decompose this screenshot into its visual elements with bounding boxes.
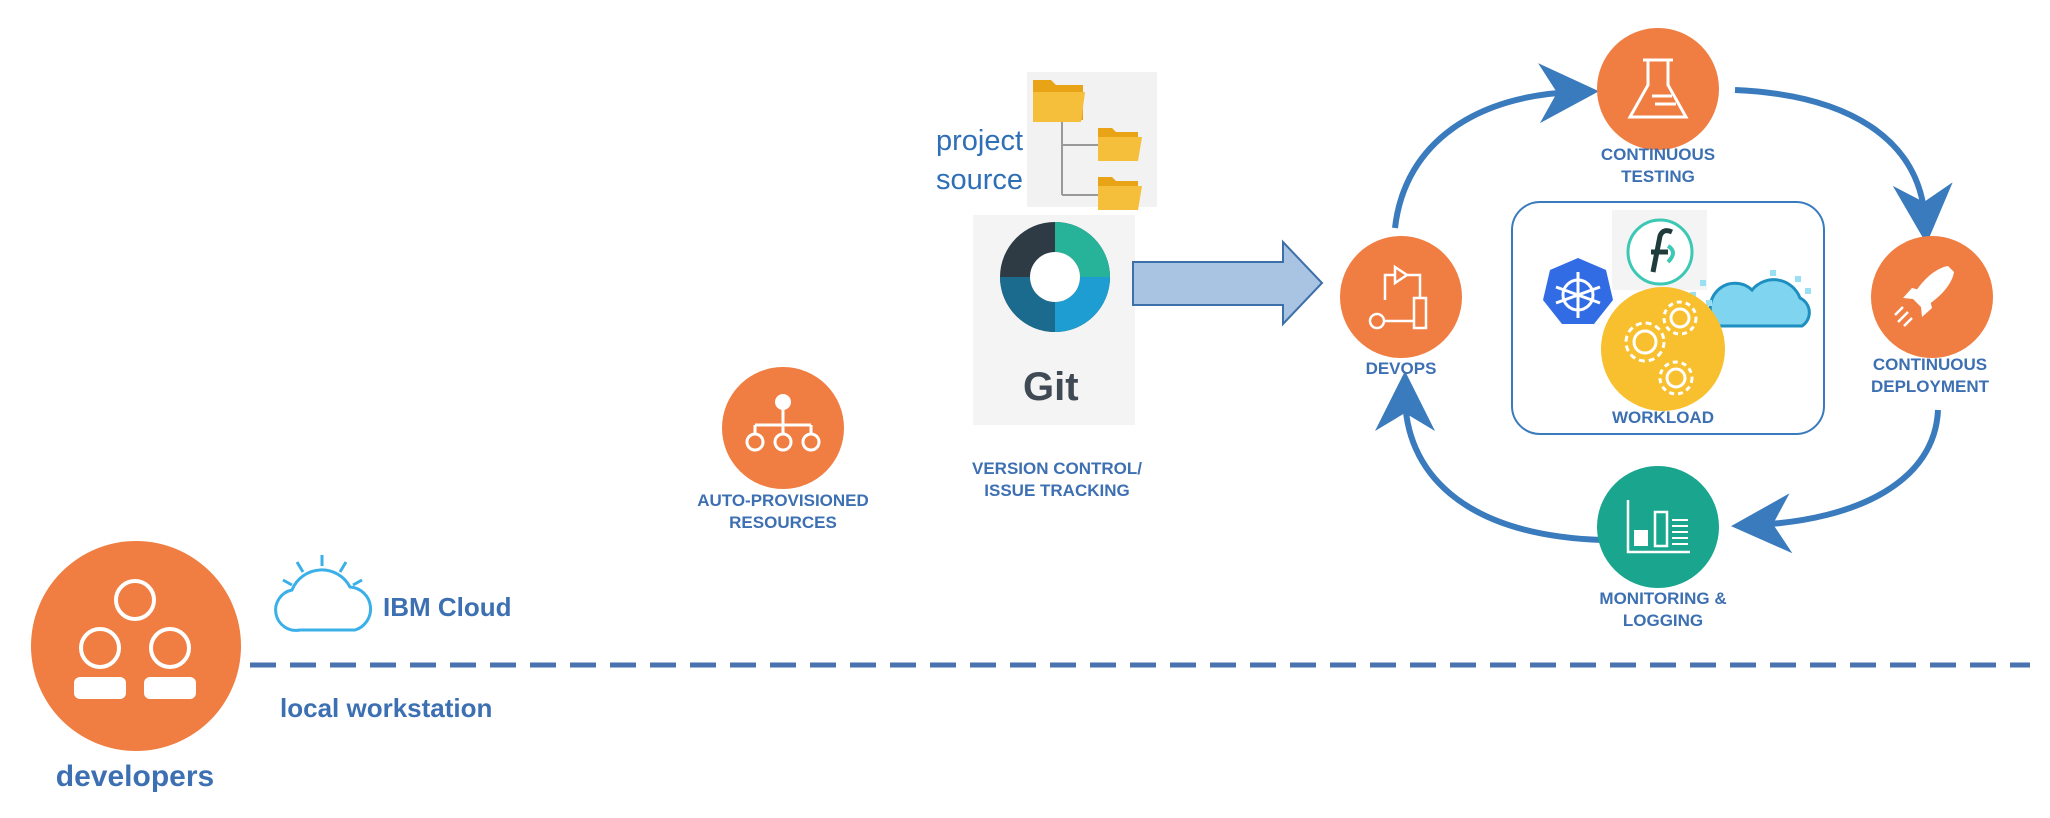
git-logo-icon bbox=[973, 215, 1135, 425]
fission-icon bbox=[1612, 210, 1707, 290]
bar-chart-icon bbox=[1597, 466, 1719, 588]
ibm-cloud-icon bbox=[274, 555, 373, 632]
cycle-arrows bbox=[1375, 63, 1953, 554]
continuous-deployment-label-line2: DEPLOYMENT bbox=[1870, 377, 1990, 396]
local-workstation-label: local workstation bbox=[280, 693, 493, 723]
gears-icon bbox=[1601, 287, 1725, 411]
beaker-icon bbox=[1597, 28, 1719, 150]
folder-tree-icon bbox=[1027, 72, 1157, 210]
project-label: project bbox=[936, 125, 1024, 157]
workload-label: WORKLOAD bbox=[1612, 408, 1714, 427]
flow-icon bbox=[1340, 236, 1462, 358]
developers-label: developers bbox=[55, 760, 215, 793]
flow-arrow bbox=[1132, 239, 1324, 327]
continuous-testing-label-line1: CONTINUOUS bbox=[1600, 145, 1716, 164]
source-label: source bbox=[936, 164, 1024, 196]
kubernetes-icon bbox=[1543, 258, 1613, 324]
version-control-label-line2: ISSUE TRACKING bbox=[984, 481, 1130, 500]
org-chart-icon bbox=[722, 367, 844, 489]
monitoring-label-line2: LOGGING bbox=[1622, 611, 1704, 630]
monitoring-label-line1: MONITORING & bbox=[1599, 589, 1727, 608]
continuous-deployment-label-line1: CONTINUOUS bbox=[1872, 355, 1988, 374]
continuous-testing-label-line2: TESTING bbox=[1621, 167, 1695, 186]
rocket-icon bbox=[1871, 236, 1993, 358]
auto-provisioned-label-line1: AUTO-PROVISIONED bbox=[697, 491, 869, 510]
workload-box bbox=[1511, 201, 1825, 435]
auto-provisioned-label-line2: RESOURCES bbox=[729, 513, 837, 532]
version-control-label-line1: VERSION CONTROL/ bbox=[971, 459, 1142, 478]
ibm-cloud-label: IBM Cloud bbox=[383, 592, 512, 622]
devops-label: DEVOPS bbox=[1365, 359, 1437, 378]
git-label: Git bbox=[1023, 365, 1079, 409]
developers-group-icon bbox=[31, 541, 241, 751]
